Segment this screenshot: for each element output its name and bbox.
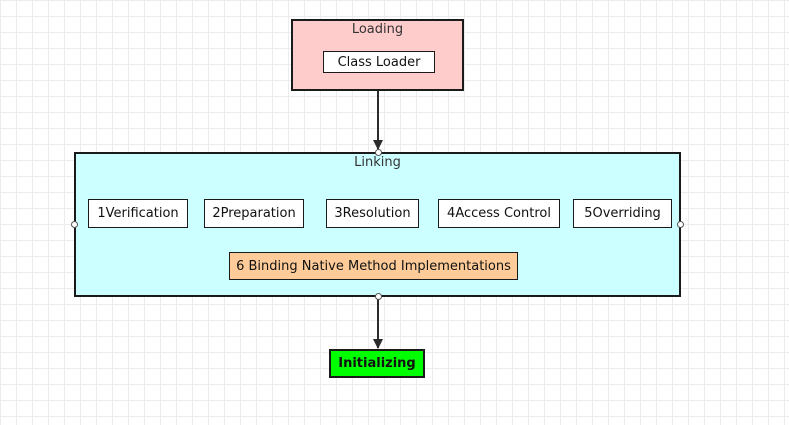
step-overriding[interactable]: 5Overriding bbox=[573, 199, 672, 228]
linking-title: Linking bbox=[354, 155, 401, 170]
port-linking-left[interactable] bbox=[71, 221, 78, 228]
step-resolution[interactable]: 3Resolution bbox=[326, 199, 419, 228]
linking-container[interactable]: Linking 1Verification 2Preparation 3Reso… bbox=[74, 152, 681, 297]
port-linking-right[interactable] bbox=[677, 221, 684, 228]
port-linking-top[interactable] bbox=[375, 149, 382, 156]
step-preparation[interactable]: 2Preparation bbox=[204, 199, 304, 228]
class-loader-box[interactable]: Class Loader bbox=[323, 51, 435, 73]
step-access-control[interactable]: 4Access Control bbox=[438, 199, 560, 228]
step-verification[interactable]: 1Verification bbox=[88, 199, 188, 228]
loading-title: Loading bbox=[351, 22, 404, 37]
step-binding-native-methods[interactable]: 6 Binding Native Method Implementations bbox=[229, 252, 518, 280]
port-linking-bottom[interactable] bbox=[375, 293, 382, 300]
initializing-box[interactable]: Initializing bbox=[329, 349, 425, 378]
loading-container[interactable]: Loading Class Loader bbox=[291, 19, 464, 91]
